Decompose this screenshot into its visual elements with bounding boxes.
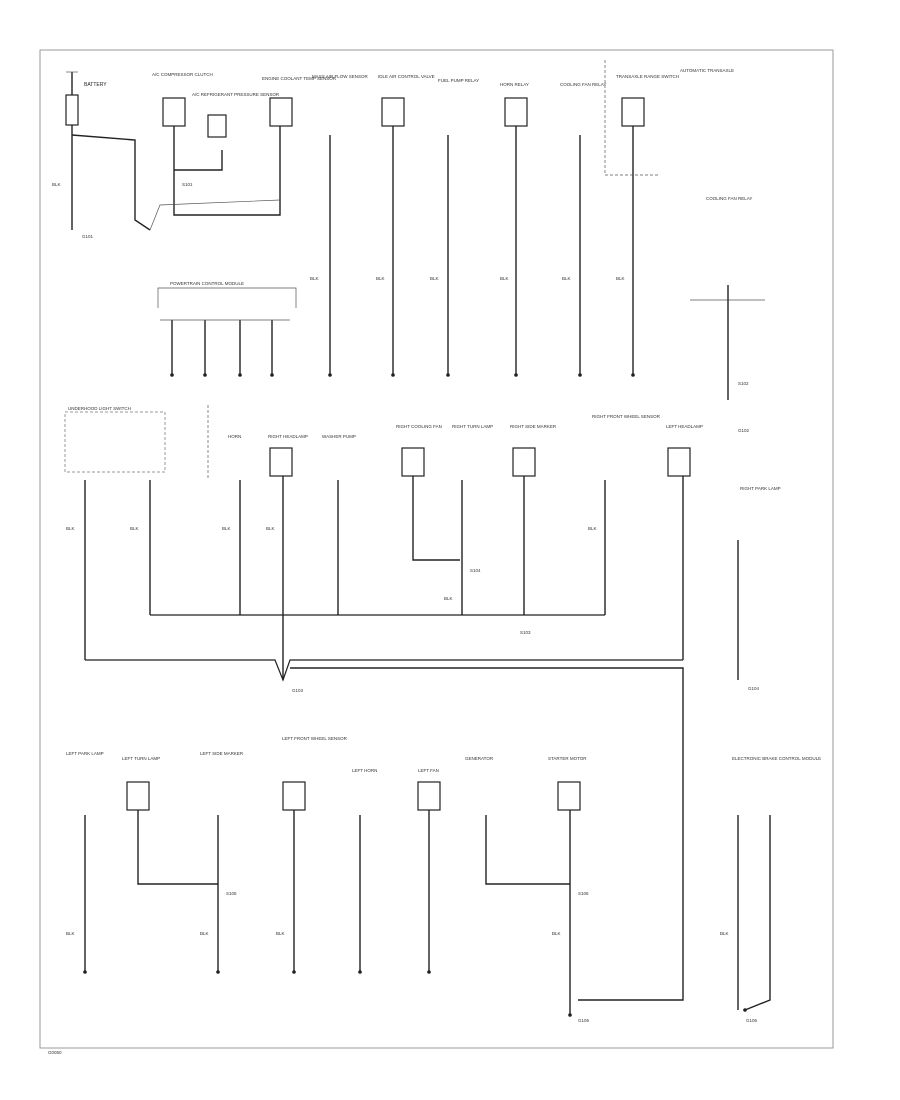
- component-box-bot-1: [126, 781, 150, 811]
- component-box-bot-3: [417, 781, 441, 811]
- wire-color-12: BLK: [444, 596, 453, 601]
- bottom-component-4: LEFT FRONT WHEEL SENSOR: [282, 736, 348, 741]
- right-mid-component: RIGHT PARK LAMP: [740, 486, 781, 491]
- underhood-label: UNDERHOOD LIGHT SWITCH: [68, 406, 131, 411]
- footer-code: G0050: [48, 1050, 62, 1055]
- mid-component-2: RIGHT HEADLAMP: [268, 434, 308, 439]
- ground-label-6: G106: [746, 1018, 758, 1023]
- bottom-component-6: LEFT FAN: [418, 768, 439, 773]
- wire-color-14: BLK: [66, 931, 75, 936]
- bottom-component-2: LEFT TURN LAMP: [122, 756, 160, 761]
- wire-color-9: BLK: [130, 526, 139, 531]
- mid-component-3: WASHER PUMP: [322, 434, 356, 439]
- bottom-component-8: STARTER MOTOR: [548, 756, 587, 761]
- splice-label-1: S101: [182, 182, 193, 187]
- splice-label-6: S106: [578, 891, 589, 896]
- wire-color-5: BLK: [500, 276, 509, 281]
- wire-color-6: BLK: [562, 276, 571, 281]
- top-component-9: TRANSAXLE RANGE SWITCH: [616, 74, 679, 79]
- component-box-top-4: [504, 97, 528, 127]
- splice-label-3: S103: [520, 630, 531, 635]
- mid-component-4: RIGHT COOLING FAN: [396, 424, 442, 429]
- ground-label-3: G103: [292, 688, 304, 693]
- mid-component-1: HORN: [228, 434, 241, 439]
- bottom-component-9: ELECTRONIC BRAKE CONTROL MODULE: [732, 756, 821, 761]
- splice-label-5: S105: [226, 891, 237, 896]
- bottom-component-5: LEFT HORN: [352, 768, 377, 773]
- wire-color-1: BLK: [52, 182, 61, 187]
- module-bracket: [157, 287, 297, 308]
- component-box-mid-1: [269, 447, 293, 477]
- module-group-label: POWERTRAIN CONTROL MODULE: [170, 281, 244, 286]
- mid-component-8: LEFT HEADLAMP: [666, 424, 703, 429]
- ground-label-2: G102: [738, 428, 750, 433]
- splice-label-2: S102: [738, 381, 749, 386]
- top-component-5: IDLE AIR CONTROL VALVE: [378, 74, 435, 79]
- sensor-box-small: [207, 114, 227, 138]
- top-component-1: A/C COMPRESSOR CLUTCH: [152, 72, 213, 77]
- component-box-top-3: [381, 97, 405, 127]
- wire-color-10: BLK: [222, 526, 231, 531]
- top-component-4: MASS AIR FLOW SENSOR: [312, 74, 369, 79]
- bottom-component-3: LEFT SIDE MARKER: [200, 751, 244, 756]
- top-component-7: HORN RELAY: [500, 82, 529, 87]
- wire-color-13: BLK: [588, 526, 597, 531]
- component-box-mid-3: [512, 447, 536, 477]
- battery-label: BATTERY: [84, 82, 107, 88]
- top-right-note: AUTOMATIC TRANSAXLE: [680, 68, 734, 73]
- ground-terminals: [83, 373, 747, 1017]
- wire-color-15: BLK: [200, 931, 209, 936]
- wire-color-8: BLK: [66, 526, 75, 531]
- component-box-mid-4: [667, 447, 691, 477]
- wire-color-3: BLK: [376, 276, 385, 281]
- underhood-switch-frame: [64, 411, 166, 473]
- top-component-8: COOLING FAN RELAY: [560, 82, 606, 87]
- ground-label-5: G105: [578, 1018, 590, 1023]
- wire-color-18: BLK: [720, 931, 729, 936]
- wire-color-4: BLK: [430, 276, 439, 281]
- component-box-bot-2: [282, 781, 306, 811]
- component-box-top-2: [269, 97, 293, 127]
- mid-component-6: RIGHT SIDE MARKER: [510, 424, 557, 429]
- wire-color-2: BLK: [310, 276, 319, 281]
- wire-color-16: BLK: [276, 931, 285, 936]
- ignition-component: COOLING FAN RELAY: [706, 196, 752, 201]
- wire-color-17: BLK: [552, 931, 561, 936]
- mid-component-7: RIGHT FRONT WHEEL SENSOR: [592, 414, 661, 419]
- battery-symbol: [65, 71, 79, 135]
- splice-label-4: S104: [470, 568, 481, 573]
- top-component-6: FUEL PUMP RELAY: [438, 78, 479, 83]
- component-box-bot-4: [557, 781, 581, 811]
- diagram-frame: [39, 49, 834, 1049]
- top-component-2: A/C REFRIGERANT PRESSURE SENSOR: [192, 92, 280, 97]
- component-box-mid-2: [401, 447, 425, 477]
- mid-component-5: RIGHT TURN LAMP: [452, 424, 493, 429]
- bottom-component-7: GENERATOR: [465, 756, 494, 761]
- bottom-component-1: LEFT PARK LAMP: [66, 751, 104, 756]
- top-component-3: ENGINE COOLANT TEMP SENSOR: [262, 76, 337, 81]
- ground-label-4: G104: [748, 686, 760, 691]
- wire-color-11: BLK: [266, 526, 275, 531]
- ground-label-1: G101: [82, 234, 94, 239]
- ground-bus-lower: [85, 659, 683, 682]
- wire-color-7: BLK: [616, 276, 625, 281]
- component-box-top-1: [162, 97, 186, 127]
- component-box-top-5: [621, 97, 645, 127]
